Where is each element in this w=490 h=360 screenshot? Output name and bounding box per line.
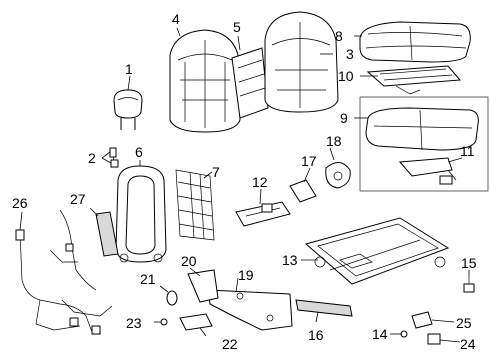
- seat-adjuster-part: [304, 217, 450, 285]
- seat-cushion-cover-part: [359, 21, 471, 63]
- callout-25: 25: [456, 315, 472, 331]
- callout-15: 15: [461, 255, 477, 271]
- callout-9: 9: [340, 110, 348, 126]
- seatback-frame-part: [115, 165, 167, 263]
- callout-1: 1: [125, 61, 133, 77]
- outer-trim-part: [295, 299, 353, 317]
- callout-5: 5: [233, 19, 241, 35]
- callout-8: 8: [335, 28, 343, 44]
- clip-part: [160, 318, 168, 326]
- callout-2: 2: [88, 150, 96, 166]
- callout-labels: 1 2 3 4 5 6 7 8 9 10 11 12 13 14 15 16 1…: [12, 11, 477, 352]
- bolt-part: [463, 276, 475, 293]
- leader-lines: [19, 27, 470, 343]
- callout-7: 7: [212, 164, 220, 180]
- wiring-harness-part: [15, 209, 113, 335]
- callout-11: 11: [460, 143, 475, 159]
- callout-13: 13: [282, 252, 298, 268]
- callout-3: 3: [346, 46, 354, 62]
- lever-part: [179, 313, 213, 331]
- callout-21: 21: [140, 271, 156, 287]
- callout-24: 24: [460, 336, 476, 352]
- callout-12: 12: [252, 174, 268, 190]
- callout-20: 20: [181, 253, 197, 269]
- lumbar-spring-part: [175, 169, 215, 241]
- callout-14: 14: [372, 326, 388, 342]
- seat-cushion-pad-part: [359, 96, 489, 192]
- switch-bracket-part: [235, 201, 291, 227]
- callout-17: 17: [301, 153, 317, 169]
- callout-16: 16: [308, 327, 324, 343]
- callout-4: 4: [172, 11, 180, 27]
- side-shield-part: [207, 289, 293, 331]
- seat-heater-part: [366, 65, 462, 95]
- callout-26: 26: [12, 195, 28, 211]
- callout-18: 18: [326, 133, 342, 149]
- callout-23: 23: [126, 315, 142, 331]
- callout-22: 22: [222, 336, 238, 352]
- callout-27: 27: [70, 191, 86, 207]
- seatback-pad-part: [231, 47, 269, 119]
- knob-part: [166, 290, 178, 306]
- side-panel-part: [95, 211, 119, 257]
- headrest-part: [113, 89, 143, 130]
- seatback-cover-part: [169, 29, 241, 133]
- seatback-cushion-part: [264, 11, 339, 113]
- callout-6: 6: [135, 144, 143, 160]
- trim-bracket-part: [289, 162, 351, 203]
- hardware-parts: [400, 311, 441, 345]
- callout-10: 10: [338, 68, 354, 84]
- callout-19: 19: [238, 267, 254, 283]
- headrest-guide-part: [109, 147, 119, 168]
- recliner-handle-part: [187, 269, 219, 303]
